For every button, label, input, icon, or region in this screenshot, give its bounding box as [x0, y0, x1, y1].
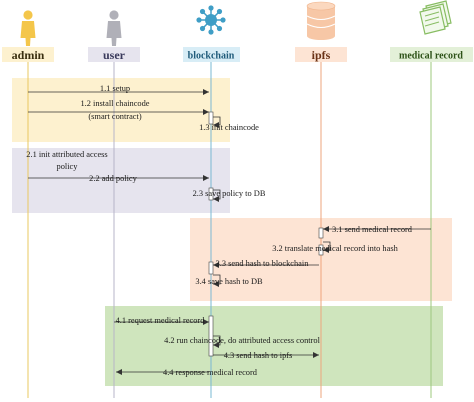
user-header-box: [88, 47, 140, 62]
msg-2-1-label: 2.1 init attributed access: [26, 150, 107, 159]
msg-1-3-self-arrow: [213, 116, 221, 128]
medical-record-document-stack-icon: [419, 0, 452, 35]
msg-4-1-label: 4.1 request medical record: [116, 316, 206, 325]
msg-4-2-self-arrow: [213, 335, 221, 348]
document-icon-line: [424, 21, 440, 27]
msg-2-2-label: 2.2 add policy: [89, 174, 137, 183]
msg-3-2-self-arrow: [323, 241, 331, 253]
msg-1-2-label: 1.2 install chaincode: [80, 99, 149, 108]
database-icon-bottom: [307, 32, 335, 40]
msg-4-3-label: 4.3 send hash to ipfs: [224, 351, 293, 360]
phase-2-region: [12, 148, 230, 213]
database-icon-top: [306, 1, 336, 11]
msg-1-2-sublabel: (smart contract): [88, 112, 141, 121]
msg-2-1-sublabel: policy: [57, 162, 79, 171]
document-icon-line: [424, 11, 440, 17]
ipfs-header-box: [295, 47, 347, 62]
blockchain-network-icon: [196, 5, 226, 35]
blockchain-icon-node: [216, 8, 223, 15]
blockchain-activation-1: [208, 111, 214, 125]
database-icon-body: [307, 6, 335, 36]
blockchain-icon-node: [199, 8, 206, 15]
msg-3-3-label: 3.3 send hash to blockchain: [216, 259, 310, 268]
database-icon-ring: [306, 23, 336, 28]
msg-4-2-label: 4.2 run chaincode, do attributed access …: [164, 336, 320, 345]
blockchain-icon-node: [220, 17, 226, 23]
blockchain-activation-3: [208, 261, 214, 275]
user-person-icon: [106, 10, 122, 46]
document-icon-line: [424, 16, 440, 22]
admin-person-icon: [20, 10, 36, 46]
msg-3-4-self-arrow: [213, 274, 221, 287]
blockchain-activation-2: [208, 187, 214, 201]
user-header-label: user: [103, 48, 126, 62]
blockchain-icon-node: [199, 25, 206, 32]
admin-header-label: admin: [12, 48, 45, 62]
medical-record-header-label: medical record: [399, 51, 463, 62]
blockchain-header-box: [183, 47, 240, 62]
blockchain-header-label: blockchain: [188, 51, 235, 62]
msg-2-3-self-arrow: [213, 189, 221, 202]
phase-1-region: [12, 78, 230, 142]
ipfs-header-label: ipfs: [312, 48, 331, 62]
msg-1-1-label: 1.1 setup: [100, 84, 130, 93]
blockchain-icon-node: [196, 17, 202, 23]
database-icon-ring: [306, 15, 336, 20]
blockchain-icon-node: [208, 29, 214, 35]
msg-3-2-label: 3.2 translate medical record into hash: [272, 244, 398, 253]
admin-header-box: [2, 47, 54, 62]
msg-1-3-label: 1.3 init chaincode: [199, 123, 259, 132]
document-icon-sheet: [419, 6, 446, 35]
ipfs-database-icon: [306, 1, 336, 40]
msg-4-4-label: 4.4 response medical record: [163, 368, 258, 377]
blockchain-icon-node: [216, 25, 223, 32]
blockchain-icon-node: [208, 5, 214, 11]
phase-4-region: [105, 306, 443, 386]
medical-record-header-box: [390, 47, 473, 62]
msg-3-1-label: 3.1 send medical record: [332, 225, 413, 234]
msg-2-3-label: 2.3 save policy to DB: [193, 189, 266, 198]
msg-3-4-label: 3.4 save hash to DB: [195, 277, 263, 286]
ipfs-activation-1: [318, 227, 324, 239]
